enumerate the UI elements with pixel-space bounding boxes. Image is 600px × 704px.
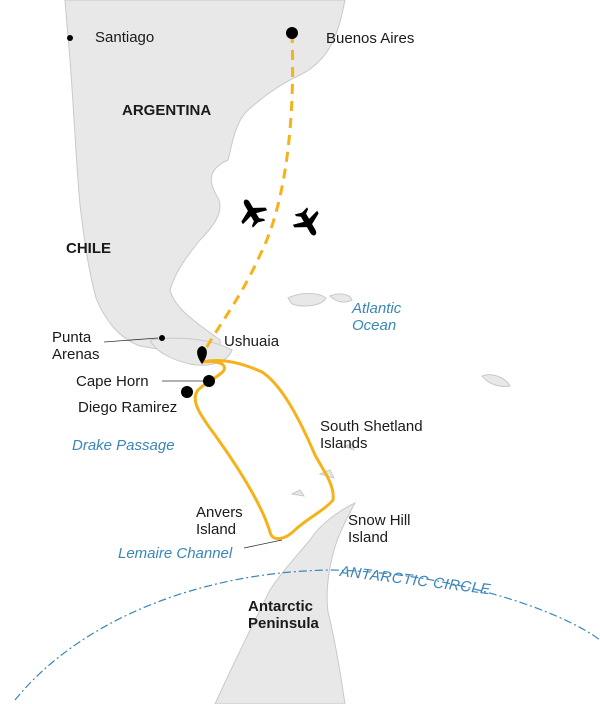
label-santiago: Santiago [95, 29, 155, 46]
label-atlantic-ocean: Atlantic Ocean [352, 300, 402, 334]
label-ushuaia: Ushuaia [224, 333, 280, 350]
label-south-shetland-islands: South Shetland Islands [320, 418, 423, 452]
cape-horn-marker [203, 375, 215, 387]
diego-ramirez-marker [181, 386, 193, 398]
punta-arenas-leader [103, 337, 159, 343]
antarctic-circle-line [14, 569, 600, 701]
airplane-icon [292, 207, 319, 236]
south-georgia [481, 374, 511, 387]
buenos-aires-marker [286, 27, 298, 39]
label-chile: CHILE [66, 240, 111, 257]
label-antarctic-peninsula: Antarctic Peninsula [248, 598, 319, 632]
airplane-icon [241, 199, 268, 228]
falkland-islands [287, 293, 353, 307]
label-lemaire-channel: Lemaire Channel [118, 545, 233, 562]
south-america-landmass [64, 0, 346, 353]
flight-path [200, 32, 295, 357]
label-cape-horn: Cape Horn [76, 373, 149, 390]
lemaire-leader [243, 539, 283, 549]
santiago-marker [67, 35, 73, 41]
label-drake-passage: Drake Passage [72, 437, 175, 454]
label-diego-ramirez: Diego Ramirez [78, 399, 178, 416]
label-buenos-aires: Buenos Aires [326, 30, 415, 47]
punta-arenas-marker [159, 335, 165, 341]
label-snow-hill-island: Snow Hill Island [348, 512, 411, 546]
label-punta-arenas: Punta Arenas [52, 329, 100, 363]
label-argentina: ARGENTINA [122, 102, 212, 119]
label-anvers-island: Anvers Island [196, 504, 243, 538]
map-pin-icon [197, 346, 207, 364]
